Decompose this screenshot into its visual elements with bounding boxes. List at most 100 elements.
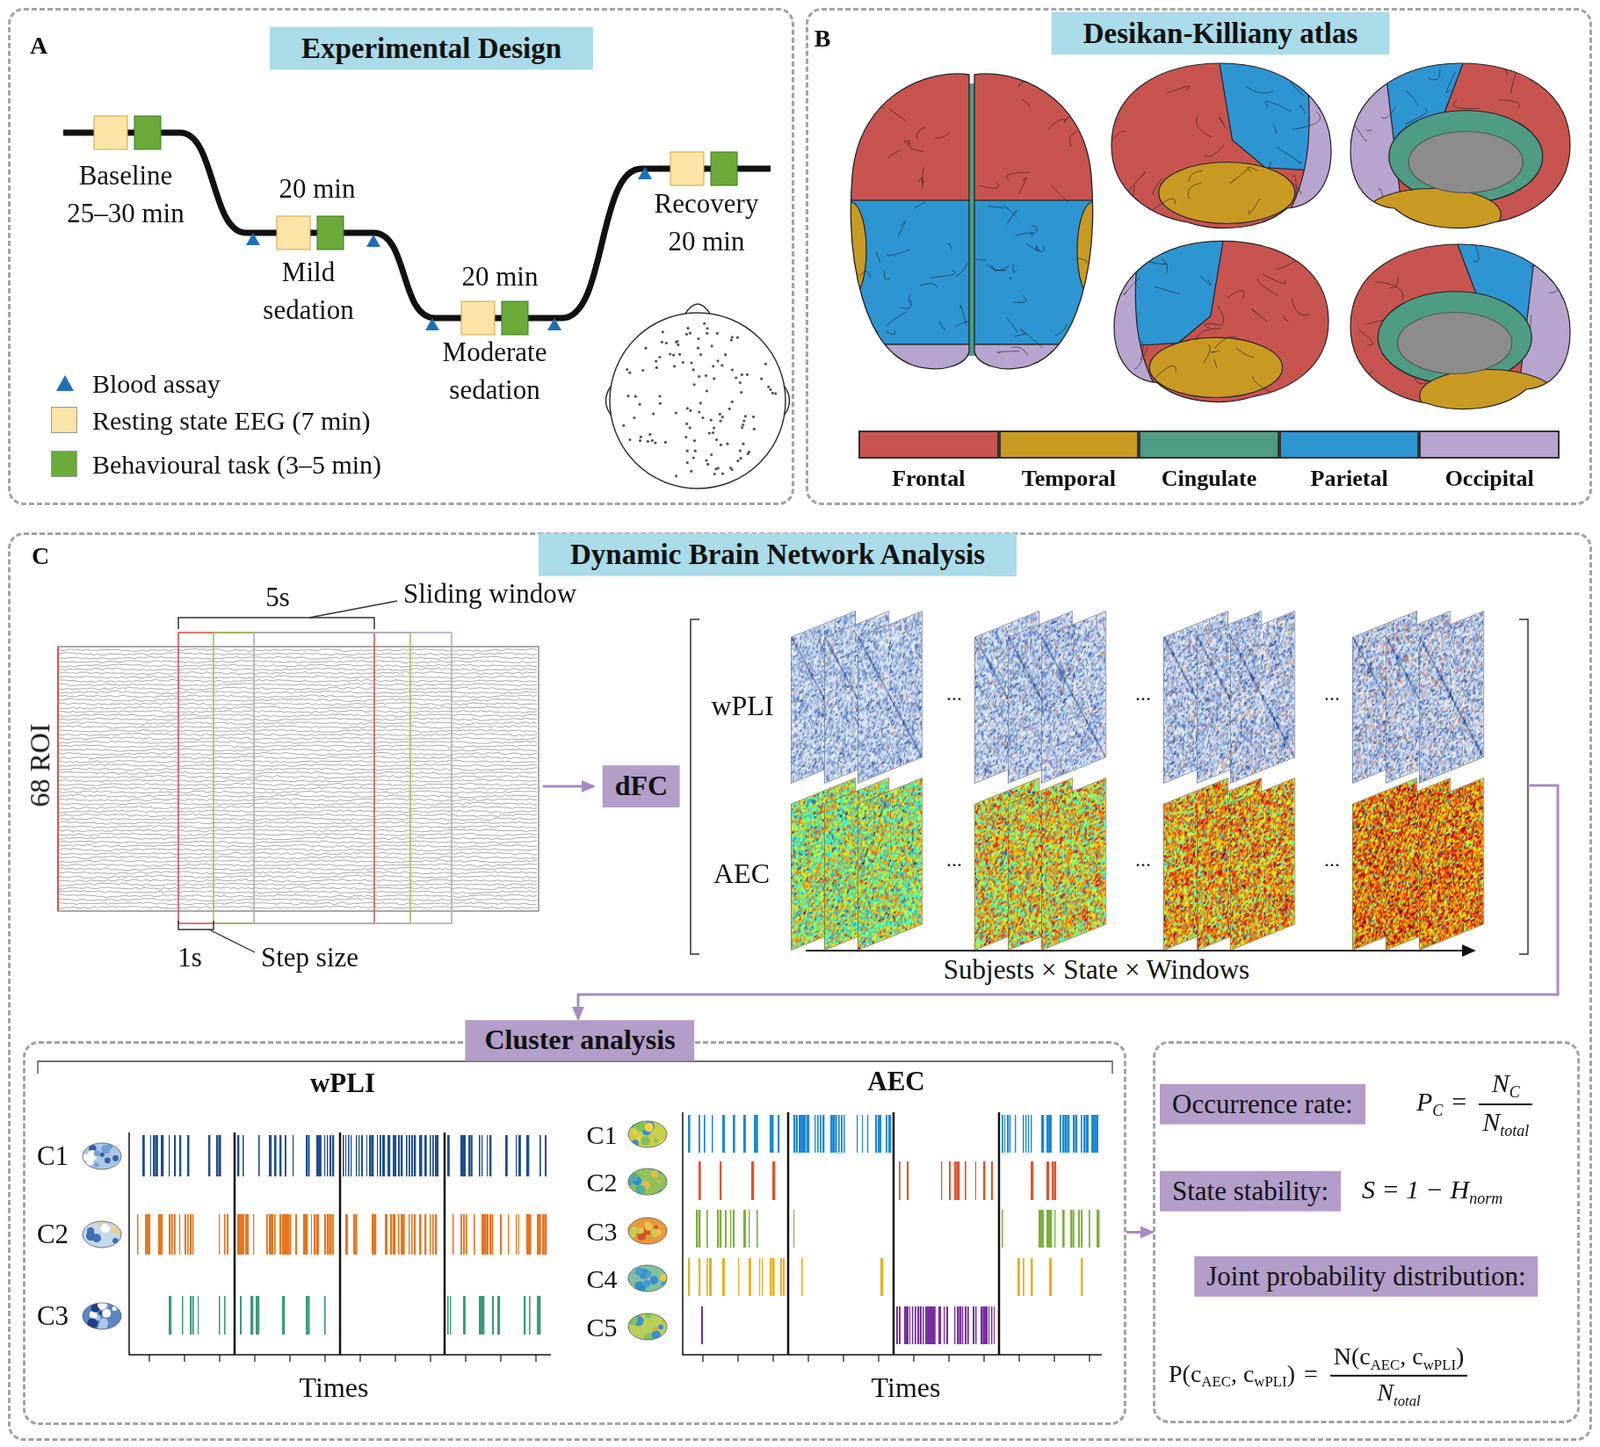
state-occurrence	[253, 1214, 254, 1255]
electrode	[706, 463, 710, 466]
electrode	[774, 391, 777, 395]
eeg-traces	[58, 648, 537, 909]
legend-text: Occipital	[1445, 463, 1535, 494]
axis-tick	[359, 1354, 361, 1362]
formula-term: N	[1482, 1107, 1500, 1137]
panel-letter: B	[814, 22, 832, 55]
axis-tick	[253, 1354, 255, 1362]
electrode	[688, 409, 692, 413]
state-occurrence	[271, 1214, 274, 1255]
brain-icon-spot	[638, 1228, 645, 1234]
state-occurrence	[245, 1214, 248, 1255]
state-occurrence	[769, 1258, 773, 1296]
state-occurrence	[305, 1214, 308, 1255]
brain-icon-spot	[630, 1226, 639, 1235]
electrode	[716, 332, 719, 335]
electrode	[644, 347, 647, 350]
state-occurrence	[954, 1161, 957, 1201]
state-occurrence	[208, 1135, 210, 1177]
electrode	[658, 355, 661, 359]
blood-assay-marker	[547, 318, 562, 331]
sulcus-line	[1269, 161, 1271, 167]
state-occurrence	[782, 1258, 785, 1296]
electrode	[738, 381, 742, 384]
brain-icon-spot	[635, 1267, 644, 1276]
blood-assay-marker	[637, 166, 652, 180]
electrode	[673, 364, 676, 368]
state-occurrence	[909, 1306, 911, 1345]
eeg-trace	[58, 660, 537, 664]
axis-tick	[1053, 1354, 1055, 1362]
blood-assay-marker	[246, 232, 261, 246]
electrode	[699, 401, 703, 405]
eeg-trace	[58, 717, 537, 721]
state-occurrence	[1067, 1114, 1070, 1153]
state-occurrence	[218, 1295, 221, 1335]
state-occurrence	[305, 1135, 309, 1177]
sulcus-line	[997, 351, 1020, 354]
formula-term: )	[1287, 1359, 1296, 1387]
brain-icon-spot	[643, 1280, 652, 1289]
sulcus-line	[1013, 295, 1027, 304]
state-occurrence	[168, 1295, 172, 1335]
eeg-trace	[58, 679, 537, 682]
state-occurrence	[478, 1295, 482, 1335]
state-occurrence	[1038, 1209, 1042, 1248]
electrode	[638, 403, 642, 406]
formula-term: N	[1376, 1378, 1394, 1406]
eeg-trace	[58, 740, 537, 744]
eeg-trace	[58, 767, 537, 771]
state-occurrence	[867, 1114, 869, 1153]
axis-tick	[324, 1354, 326, 1362]
eeg-trace	[58, 806, 537, 810]
brain-outline	[1111, 63, 1332, 229]
brain-icon-spot	[628, 1315, 638, 1325]
brain-icon-outline	[628, 1313, 667, 1340]
brain-icon-fill	[626, 1264, 669, 1293]
state-occurrence	[266, 1214, 268, 1255]
state-occurrence	[237, 1135, 239, 1177]
state-occurrence	[956, 1306, 960, 1345]
sulcus-line	[1453, 100, 1480, 109]
state-occurrence	[218, 1135, 222, 1177]
legend-swatch	[858, 430, 1000, 459]
electrode	[739, 390, 743, 394]
sulcus-line	[1375, 281, 1404, 301]
state-occurrence	[991, 1306, 993, 1345]
state-occurrence	[822, 1114, 825, 1153]
eeg-trace	[58, 732, 537, 736]
state-occurrence	[880, 1114, 882, 1153]
fraction-denominator: Ntotal	[1330, 1376, 1469, 1410]
eeg-trace	[58, 706, 537, 710]
state-occurrence	[345, 1135, 347, 1177]
brain-icon-base	[626, 1167, 669, 1196]
eeg-trace	[58, 829, 537, 833]
state-occurrence	[507, 1214, 509, 1255]
state-occurrence	[308, 1295, 311, 1335]
state-occurrence	[434, 1135, 438, 1177]
state-occurrence	[160, 1135, 164, 1177]
state-occurrence	[769, 1114, 773, 1153]
text-label: wPLI	[710, 687, 774, 725]
sulcus-line	[1166, 86, 1190, 94]
sulcus-line	[851, 349, 858, 361]
eeg-trace	[58, 709, 537, 713]
eeg-trace	[58, 756, 537, 760]
sulcus-line	[986, 264, 1008, 271]
sulcus-line	[1251, 309, 1267, 322]
state-occurrence	[274, 1214, 276, 1255]
sulcus-line	[1230, 168, 1249, 184]
state-occurrence	[329, 1135, 332, 1177]
sulcus-line	[1210, 351, 1220, 353]
electrode	[628, 371, 631, 375]
brain-icon-spot	[86, 1227, 95, 1235]
eeg-trace	[58, 887, 537, 891]
state-occurrence	[429, 1214, 431, 1255]
state-occurrence	[413, 1135, 416, 1177]
state-occurrence	[347, 1135, 350, 1177]
head-outline	[609, 312, 786, 489]
cingulate-region	[1389, 110, 1543, 203]
text-label: Times	[299, 1369, 370, 1407]
axis-tick	[464, 1354, 466, 1362]
